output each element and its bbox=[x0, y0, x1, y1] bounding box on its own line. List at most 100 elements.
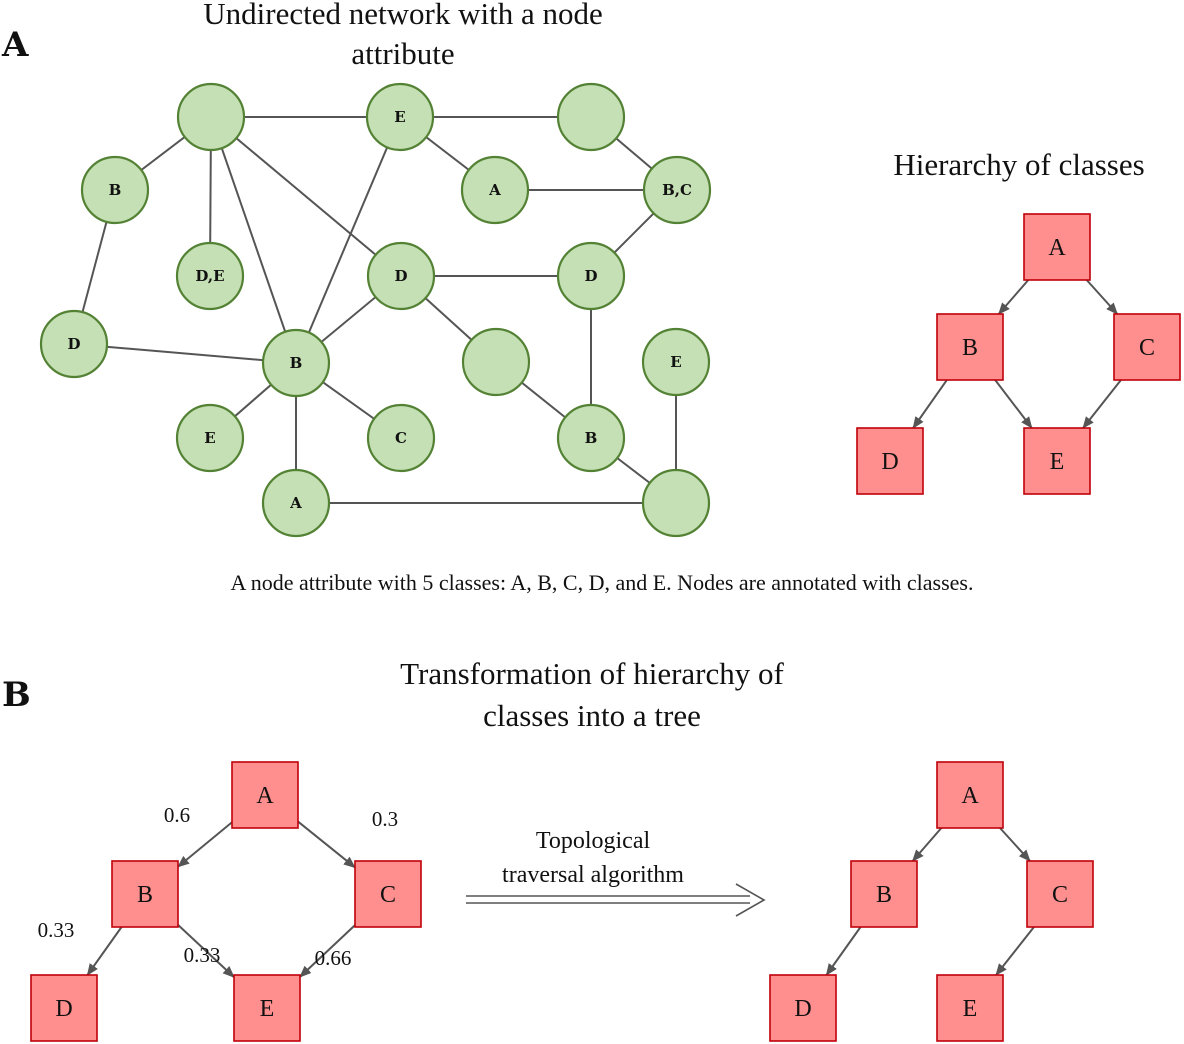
network-node bbox=[641, 468, 711, 538]
network-node: D bbox=[556, 241, 626, 311]
hierarchy-arrow-C-E bbox=[995, 926, 1035, 976]
class-label: B bbox=[137, 882, 153, 908]
class-node-C: C bbox=[1113, 313, 1181, 381]
class-node-B: B bbox=[936, 313, 1004, 381]
class-label: C bbox=[380, 882, 396, 908]
class-node-B: B bbox=[850, 860, 918, 928]
class-node-C: C bbox=[354, 860, 422, 928]
hierarchy-arrow-A-B bbox=[177, 821, 233, 868]
class-label: C bbox=[1052, 882, 1068, 908]
network-node-label: A bbox=[488, 181, 501, 199]
network-node-label: D bbox=[584, 267, 597, 285]
class-node-C: C bbox=[1026, 860, 1094, 928]
network-node-label: D,E bbox=[195, 267, 224, 285]
class-box bbox=[1023, 427, 1091, 495]
class-label: D bbox=[881, 449, 898, 475]
edge-weight-B-E: 0.33 bbox=[184, 943, 221, 967]
network-node-circle bbox=[556, 403, 626, 473]
network-node-circle bbox=[80, 155, 150, 225]
network-node: B,C bbox=[642, 155, 712, 225]
class-box bbox=[30, 974, 98, 1042]
class-label: A bbox=[1048, 235, 1066, 261]
class-node-E: E bbox=[233, 974, 301, 1042]
panel-a-label: A bbox=[1, 25, 29, 65]
network-title-line1: Undirected network with a node bbox=[203, 0, 602, 31]
hierarchy-arrow-A-C bbox=[1085, 279, 1119, 315]
hierarchy-arrow-B-D bbox=[825, 926, 862, 976]
class-node-D: D bbox=[856, 427, 924, 495]
panel-b-label: B bbox=[2, 675, 31, 715]
class-label: C bbox=[1139, 335, 1155, 361]
transformation-title-line2: classes into a tree bbox=[483, 698, 701, 733]
network-edge-n1-n8 bbox=[210, 116, 402, 277]
hierarchy-arrow-B-E bbox=[177, 924, 235, 978]
network-node: B bbox=[556, 403, 626, 473]
class-tree: A B C D E bbox=[769, 761, 1094, 1042]
network-nodes: E B A B,C D,E D D D B E E C B A bbox=[39, 82, 712, 538]
network-edge-n10-n11 bbox=[73, 343, 297, 364]
class-label: D bbox=[794, 996, 811, 1022]
network-node-label: B bbox=[585, 429, 598, 447]
network-title-line2: attribute bbox=[351, 36, 454, 71]
network-node: C bbox=[366, 403, 436, 473]
network-node-circle bbox=[460, 155, 530, 225]
double-arrow-shaft bbox=[466, 895, 750, 904]
class-node-D: D bbox=[30, 974, 98, 1042]
network-edge-n1-n11 bbox=[210, 116, 297, 364]
network-node: E bbox=[175, 403, 245, 473]
network-edge-n2-n11 bbox=[295, 116, 401, 364]
class-label: A bbox=[961, 783, 979, 809]
network-node-circle bbox=[176, 82, 246, 152]
class-box bbox=[233, 974, 301, 1042]
network-node-label: B,C bbox=[662, 181, 692, 199]
class-box bbox=[1113, 313, 1181, 381]
network-node-circle bbox=[461, 327, 531, 397]
network-node-circle bbox=[556, 82, 626, 152]
edge-weight-A-C: 0.3 bbox=[372, 807, 398, 831]
hierarchy-arrow-B-D bbox=[912, 379, 948, 429]
class-node-A: A bbox=[1023, 213, 1091, 281]
network-node: D bbox=[39, 309, 109, 379]
class-box bbox=[856, 427, 924, 495]
network-node: A bbox=[261, 468, 331, 538]
network-node-label: E bbox=[204, 429, 215, 447]
network-node-circle bbox=[556, 241, 626, 311]
network-node-label: D bbox=[394, 267, 407, 285]
network-node-circle bbox=[642, 155, 712, 225]
network-node-label: E bbox=[394, 108, 405, 126]
network-node-label: A bbox=[289, 494, 302, 512]
hierarchy-arrow-A-C bbox=[297, 820, 356, 869]
network-node bbox=[556, 82, 626, 152]
edge-weight-A-B: 0.6 bbox=[164, 803, 190, 827]
class-label: B bbox=[962, 335, 978, 361]
class-node-A: A bbox=[231, 761, 299, 829]
network-node-label: C bbox=[395, 429, 407, 447]
class-label: E bbox=[963, 996, 978, 1022]
class-box bbox=[850, 860, 918, 928]
class-box bbox=[936, 974, 1004, 1042]
class-label: B bbox=[876, 882, 892, 908]
transformation-arrow bbox=[466, 883, 766, 917]
class-node-E: E bbox=[936, 974, 1004, 1042]
class-node-B: B bbox=[111, 860, 179, 928]
network-node: B bbox=[261, 328, 331, 398]
network-node: E bbox=[641, 327, 711, 397]
network-node: B bbox=[80, 155, 150, 225]
hierarchy-arrow-B-D bbox=[86, 926, 123, 976]
network-node bbox=[461, 327, 531, 397]
hierarchy-arrow-A-C bbox=[999, 827, 1031, 862]
network-node-label: E bbox=[670, 353, 681, 371]
network-node-circle bbox=[365, 82, 435, 152]
hierarchy-arrow-C-E bbox=[299, 924, 356, 978]
network-node-circle bbox=[175, 403, 245, 473]
network-node-label: B bbox=[109, 181, 122, 199]
hierarchy-title: Hierarchy of classes bbox=[893, 147, 1144, 182]
network-node-label: B bbox=[290, 354, 303, 372]
double-arrow-head bbox=[735, 883, 766, 917]
hierarchy-arrow-A-B bbox=[911, 827, 943, 862]
network-node-circle bbox=[261, 328, 331, 398]
hierarchy-arrow-B-E bbox=[994, 379, 1033, 429]
